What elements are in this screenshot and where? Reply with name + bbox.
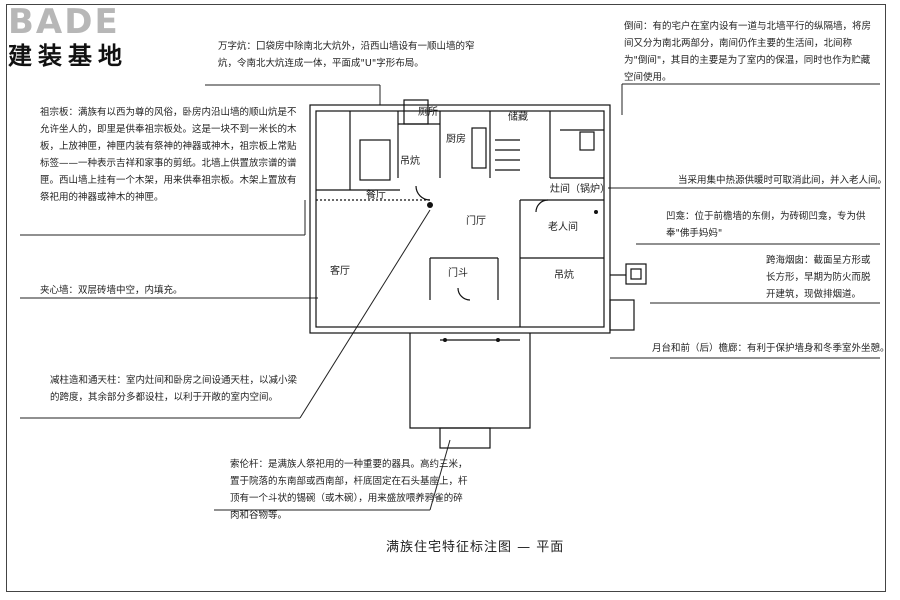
room-label-keting: 客厅 xyxy=(330,266,350,277)
room-label-canting: 餐厅 xyxy=(366,190,386,201)
logo-chinese-text: 建装基地 xyxy=(8,42,128,70)
drawing-frame xyxy=(6,4,886,592)
note-aokan: 凹龛：位于前檐墙的东侧，为砖砌凹龛，专为供奉"佛手妈妈" xyxy=(666,211,866,239)
outer-wall xyxy=(309,104,611,334)
logo: BADE 建装基地 xyxy=(8,4,128,70)
room-label-mendou: 门斗 xyxy=(448,268,468,279)
room-label-menting: 门厅 xyxy=(466,216,486,227)
note-wanzikang: 万字炕：囗袋房中除南北大炕外，沿西山墙设有一顺山墙的窄炕，令南北大炕连成一体，平… xyxy=(218,41,475,69)
room-label-guolu: 灶间（锅炉） xyxy=(550,184,610,195)
drawing-title: 满族住宅特征标注图 — 平面 xyxy=(386,540,565,555)
note-daojian: 倒间：有的宅户在室内设有一道与北墙平行的纵隔墙，将房间又分为南北两部分，南间仍作… xyxy=(624,21,872,83)
room-label-wc: 厕所 xyxy=(418,107,438,118)
room-label-kitchen: 厨房 xyxy=(446,134,466,145)
tongtian-column xyxy=(427,202,433,208)
note-jiaxinqiang: 夹心墙：双层砖墙中空，内填充。 xyxy=(40,285,183,296)
note-yuetai: 月台和前（后）檐廊：有利于保护墙身和冬季室外坐憩。 xyxy=(652,343,890,354)
room-label-diaokang-1: 吊炕 xyxy=(400,156,420,167)
note-jianzhu: 减柱造和通天柱：室内灶间和卧房之间设通天柱，以减小梁的跨度，其余部分多都设柱，以… xyxy=(50,375,298,403)
note-huoqiang: 当采用集中热源供暖时可取消此间，并入老人间。 xyxy=(678,175,888,186)
note-zuzongban: 祖宗板：满族有以西为尊的风俗，卧房内沿山墙的顺山炕是不允许坐人的，即里是供奉祖宗… xyxy=(40,107,297,203)
room-label-laorenjian: 老人间 xyxy=(548,222,578,233)
room-label-diaokang-2: 吊炕 xyxy=(554,270,574,281)
note-suolungan: 索伦杆：是满族人祭祀用的一种重要的器具。高约三米，置于院落的东南部或西南部，杆底… xyxy=(230,459,468,521)
room-label-storage: 储藏 xyxy=(508,112,528,123)
logo-latin-text: BADE xyxy=(8,2,120,42)
note-yancong: 跨海烟囱：截面呈方形或长方形，早期为防火而脱开建筑，现做排烟道。 xyxy=(766,255,871,300)
columns xyxy=(427,202,598,342)
